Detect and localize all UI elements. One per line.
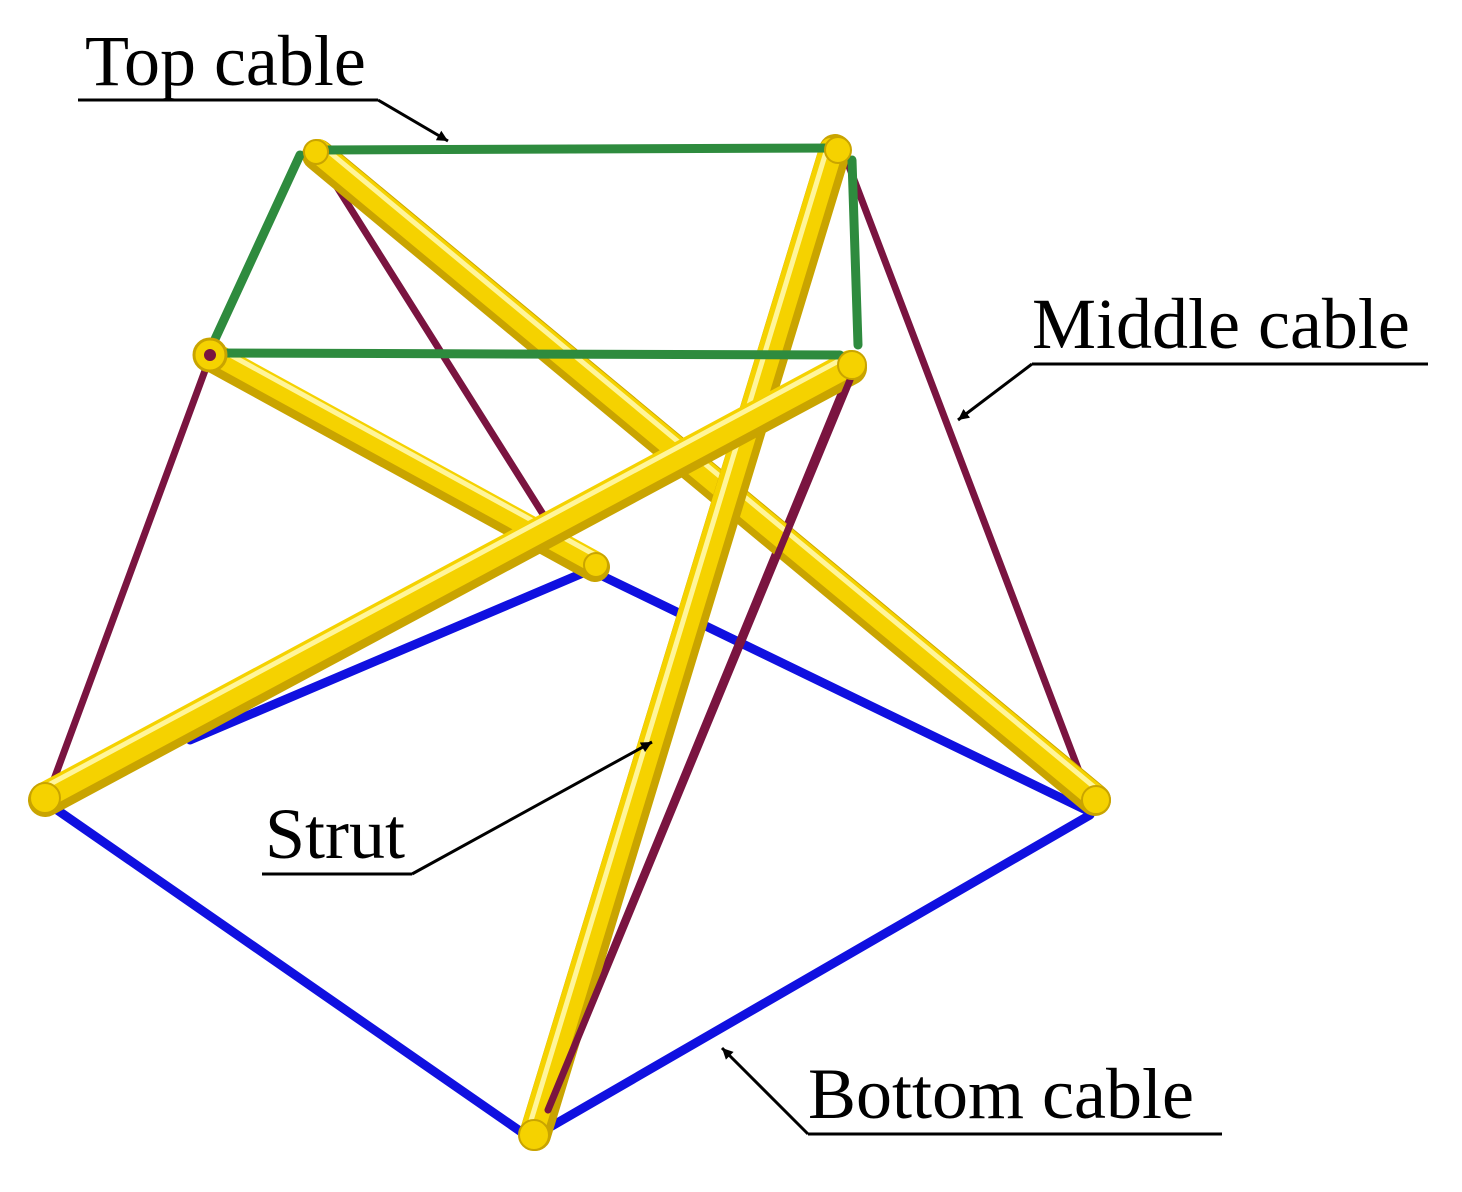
node-top-right-front xyxy=(837,350,867,380)
top-cable-right xyxy=(847,155,863,350)
middle-cable-front-overlay xyxy=(544,376,854,1114)
middle-cable-right xyxy=(838,144,1094,804)
top-cables xyxy=(205,143,863,360)
nodes xyxy=(29,136,1111,1151)
middle-cable-label: Middle cable xyxy=(1032,284,1410,364)
bottom-cable-front-right xyxy=(540,810,1095,1135)
strut-vertical-front xyxy=(519,134,851,1151)
strut-diagonal-left xyxy=(28,350,867,817)
bottom-cable-back-left xyxy=(185,565,595,745)
bottom-cables xyxy=(45,565,1095,1143)
top-cable-leader xyxy=(377,98,449,143)
node-bottom-back xyxy=(583,552,609,578)
top-cable-left xyxy=(205,150,305,355)
node-bottom-right xyxy=(1081,785,1111,815)
label-strut: Strut xyxy=(262,740,653,876)
top-cable-front xyxy=(207,348,845,360)
strut-leader xyxy=(411,740,653,876)
node-top-left-back xyxy=(303,139,329,165)
bottom-cable-leader xyxy=(720,1046,810,1136)
node-bottom-front xyxy=(518,1119,550,1151)
strut-diagonal-right xyxy=(302,139,1111,816)
top-cable-label: Top cable xyxy=(85,21,366,101)
node-bottom-left xyxy=(29,782,61,814)
middle-cable-leader xyxy=(957,362,1033,422)
label-middle-cable: Middle cable xyxy=(957,284,1428,422)
struts xyxy=(28,134,1111,1151)
bottom-cable-back-right xyxy=(585,565,1095,817)
bottom-cable-label: Bottom cable xyxy=(808,1054,1194,1134)
label-bottom-cable: Bottom cable xyxy=(720,1046,1222,1136)
top-cable-back xyxy=(317,143,843,155)
label-top-cable: Top cable xyxy=(78,21,449,143)
node-top-right-back xyxy=(824,136,852,164)
middle-cable-back xyxy=(316,156,579,569)
strut-label: Strut xyxy=(265,794,405,874)
bottom-cable-front-left xyxy=(45,800,535,1143)
middle-cable-left xyxy=(46,353,214,794)
